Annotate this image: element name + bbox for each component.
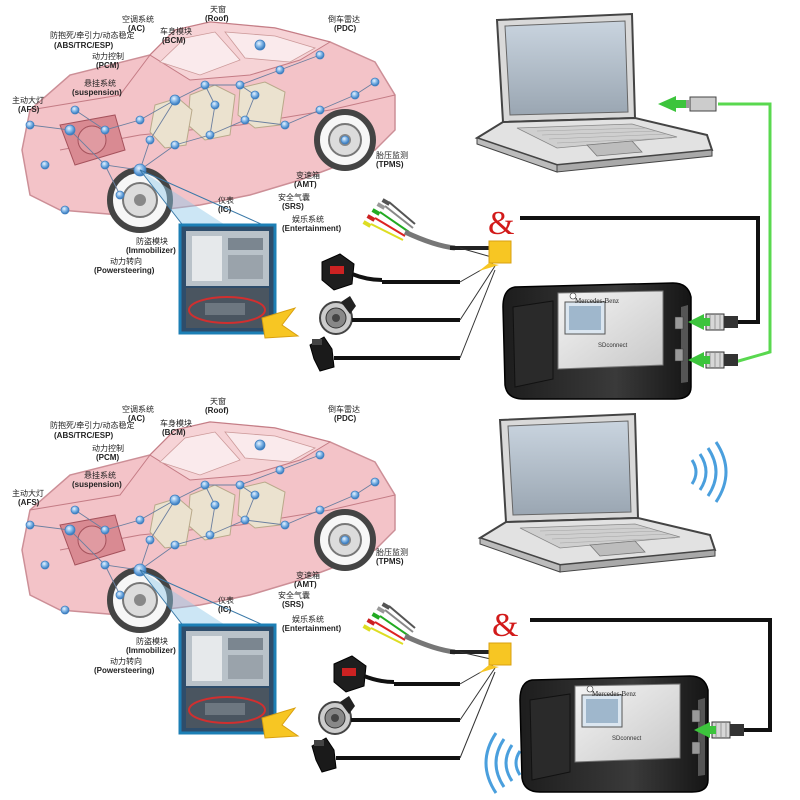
label-pcm-cn-2: 动力控制 (92, 443, 124, 453)
label-ac-en: (AC) (128, 24, 145, 33)
device-plug-upper (705, 313, 739, 331)
label-amt-en: (AMT) (294, 180, 317, 189)
label-ic-cn: 仪表 (218, 195, 234, 205)
device-model: SDconnect (598, 343, 628, 349)
label-abs-en-2: (ABS/TRC/ESP) (54, 431, 113, 440)
device-brand-2: Mercedes-Benz (592, 690, 636, 698)
label-ent-cn-2: 娱乐系统 (292, 614, 324, 624)
label-abs-en: (ABS/TRC/ESP) (54, 41, 113, 50)
device-model-2: SDconnect (612, 736, 642, 742)
label-roof-cn-2: 天窗 (210, 396, 226, 406)
label-immo-en: (Immobilizer) (126, 246, 176, 255)
device-brand: Mercedes-Benz (575, 297, 619, 305)
panel-top: 防抱死/牵引力/动态稳定 (ABS/TRC/ESP) 空调系统 (AC) 天窗 … (12, 4, 772, 400)
label-afs-cn: 主动大灯 (12, 95, 44, 105)
label-ic-en-2: (IC) (218, 605, 232, 614)
arrow-to-device-2 (694, 722, 716, 738)
round-connector (319, 295, 357, 335)
label-ic-cn-2: 仪表 (218, 595, 234, 605)
laptop (476, 13, 713, 173)
multi-wire-cable-2 (363, 602, 495, 652)
arrow-to-device-lower (688, 352, 710, 368)
label-ps-en: (Powersteering) (94, 266, 155, 275)
label-susp-cn-2: 悬挂系统 (84, 470, 116, 480)
label-pdc-cn: 倒车雷达 (328, 14, 360, 24)
label-bcm-cn-2: 车身模块 (160, 418, 192, 428)
label-tpms-cn: 胎压监测 (376, 150, 408, 160)
label-ent-en: (Entertainment) (282, 224, 341, 233)
wifi-signal-icon (690, 440, 728, 504)
label-afs-cn-2: 主动大灯 (12, 488, 44, 498)
label-ent-cn: 娱乐系统 (292, 214, 324, 224)
arrow-to-device-upper (688, 314, 710, 330)
label-abs-cn: 防抱死/牵引力/动态稳定 (50, 30, 134, 40)
label-susp-en-2: (suspension) (72, 480, 122, 489)
label-pdc-cn-2: 倒车雷达 (328, 404, 360, 414)
car-labels: 防抱死/牵引力/动态稳定 (ABS/TRC/ESP) 空调系统 (AC) 天窗 … (12, 4, 408, 275)
laptop-2 (479, 413, 716, 573)
car-diagram-2 (22, 422, 395, 738)
label-susp-en: (suspension) (72, 88, 122, 97)
arrow-to-laptop (658, 96, 686, 112)
wifi-signal-icon-2 (484, 731, 522, 795)
panel-bottom: 防抱死/牵引力/动态稳定 (ABS/TRC/ESP) 空调系统 (AC) 天窗 … (12, 396, 772, 795)
multi-wire-cable (363, 198, 495, 248)
label-ps-cn-2: 动力转向 (110, 656, 142, 666)
label-tpms-cn-2: 胎压监测 (376, 547, 408, 557)
label-ps-en-2: (Powersteering) (94, 666, 155, 675)
label-ac-cn-2: 空调系统 (122, 404, 154, 414)
label-immo-en-2: (Immobilizer) (126, 646, 176, 655)
label-amt-cn: 变速箱 (296, 170, 320, 180)
label-ent-en-2: (Entertainment) (282, 624, 341, 633)
label-abs-cn-2: 防抱死/牵引力/动态稳定 (50, 420, 134, 430)
label-srs-en-2: (SRS) (282, 600, 304, 609)
label-pcm-en: (PCM) (96, 61, 119, 70)
label-amt-en-2: (AMT) (294, 580, 317, 589)
label-bcm-en: (BCM) (162, 36, 186, 45)
label-tpms-en: (TPMS) (376, 160, 404, 169)
label-afs-en: (AFS) (18, 105, 40, 114)
label-immo-cn-2: 防盗模块 (136, 636, 168, 646)
elbow-connector (309, 336, 335, 372)
obd-connector-2 (332, 654, 396, 694)
device-plug-2 (711, 721, 745, 739)
label-bcm-cn: 车身模块 (160, 26, 192, 36)
obd-connector (320, 252, 384, 292)
label-srs-cn: 安全气囊 (278, 192, 310, 202)
round-connector-2 (318, 695, 356, 735)
car-diagram (22, 22, 395, 338)
label-roof-en: (Roof) (205, 14, 229, 23)
label-amt-cn-2: 变速箱 (296, 570, 320, 580)
label-ac-cn: 空调系统 (122, 14, 154, 24)
label-afs-en-2: (AFS) (18, 498, 40, 507)
label-susp-cn: 悬挂系统 (84, 78, 116, 88)
ampersand-symbol: & (488, 205, 514, 242)
label-ps-cn: 动力转向 (110, 256, 142, 266)
label-srs-en: (SRS) (282, 202, 304, 211)
label-srs-cn-2: 安全气囊 (278, 590, 310, 600)
label-immo-cn: 防盗模块 (136, 236, 168, 246)
label-ac-en-2: (AC) (128, 414, 145, 423)
label-pcm-en-2: (PCM) (96, 453, 119, 462)
label-roof-en-2: (Roof) (205, 406, 229, 415)
label-pdc-en-2: (PDC) (334, 414, 357, 423)
label-tpms-en-2: (TPMS) (376, 557, 404, 566)
label-bcm-en-2: (BCM) (162, 428, 186, 437)
ampersand-symbol-2: & (492, 607, 518, 644)
label-roof-cn: 天窗 (210, 4, 226, 14)
label-pcm-cn: 动力控制 (92, 51, 124, 61)
device-plug-lower (705, 351, 739, 369)
label-ic-en: (IC) (218, 205, 232, 214)
label-pdc-en: (PDC) (334, 24, 357, 33)
elbow-connector-2 (311, 737, 337, 773)
car-labels-2: 防抱死/牵引力/动态稳定 (ABS/TRC/ESP) 空调系统 (AC) 天窗 … (12, 396, 408, 675)
